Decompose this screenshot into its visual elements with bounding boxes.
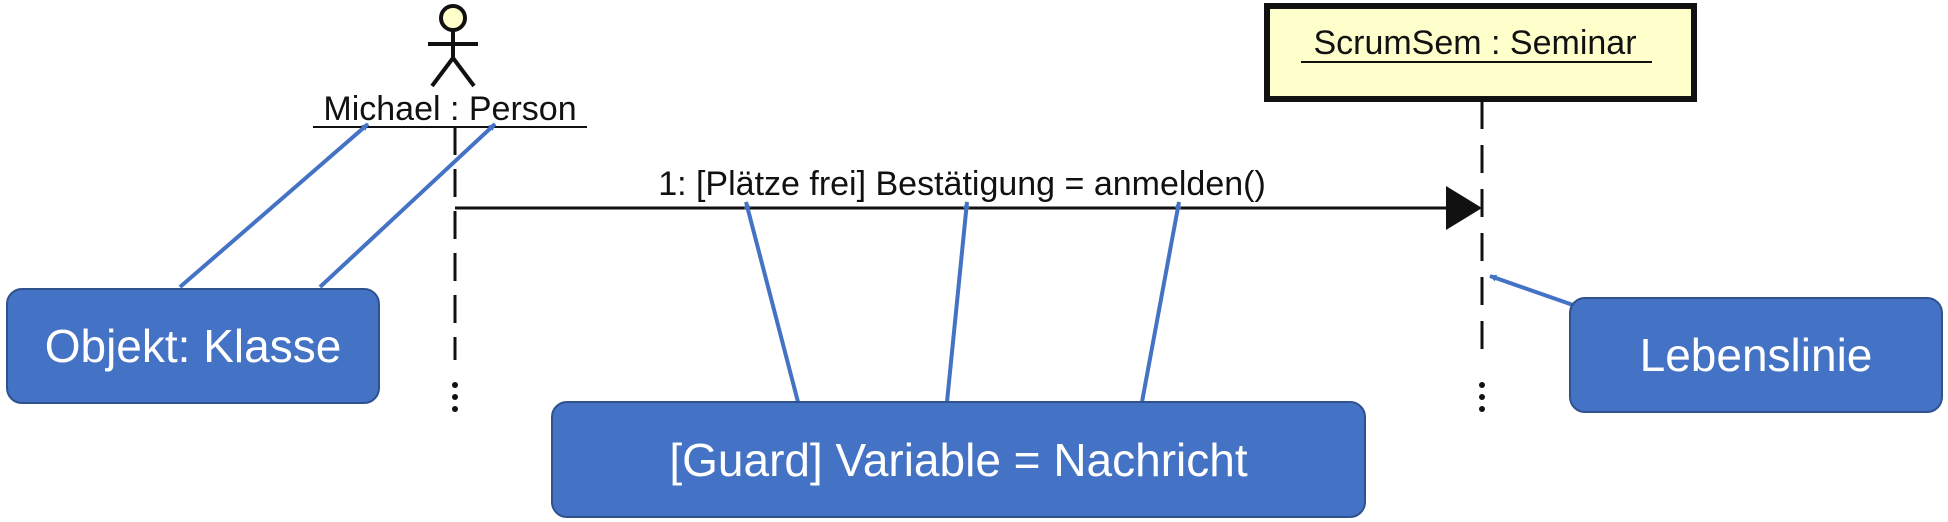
actor-lifeline-continuation-dots: [452, 382, 458, 412]
callout-guard-variable-message: [Guard] Variable = Nachricht: [551, 401, 1366, 518]
callout-lifeline-label: Lebenslinie: [1639, 329, 1873, 381]
callout-object-class-label: Objekt: Klasse: [44, 320, 342, 372]
pointer-lifeline: [1489, 274, 1574, 307]
callout-pointers: [178, 122, 1574, 403]
object-lifeline-continuation-dots: [1479, 382, 1485, 412]
callout-lifeline: Lebenslinie: [1569, 297, 1943, 413]
actor-stick-figure: [428, 4, 478, 88]
pointer-guard: [744, 201, 800, 403]
object-label: ScrumSem : Seminar: [1313, 24, 1636, 62]
object-box: [1264, 3, 1697, 102]
actor-right-leg: [451, 56, 476, 88]
pointer-variable: [945, 201, 970, 403]
pointer-message: [1140, 201, 1182, 403]
message-arrowhead: [1446, 186, 1482, 230]
pointer-object-name: [178, 122, 370, 289]
callout-object-class: Objekt: Klasse: [6, 288, 380, 404]
pointer-class-name: [318, 122, 497, 289]
actor-left-leg: [430, 56, 455, 88]
callout-guard-variable-message-label: [Guard] Variable = Nachricht: [669, 433, 1248, 486]
actor-label: Michael : Person: [323, 90, 576, 128]
actor-head: [439, 4, 467, 32]
message-label: 1: [Plätze frei] Bestätigung = anmelden(…: [658, 165, 1266, 203]
